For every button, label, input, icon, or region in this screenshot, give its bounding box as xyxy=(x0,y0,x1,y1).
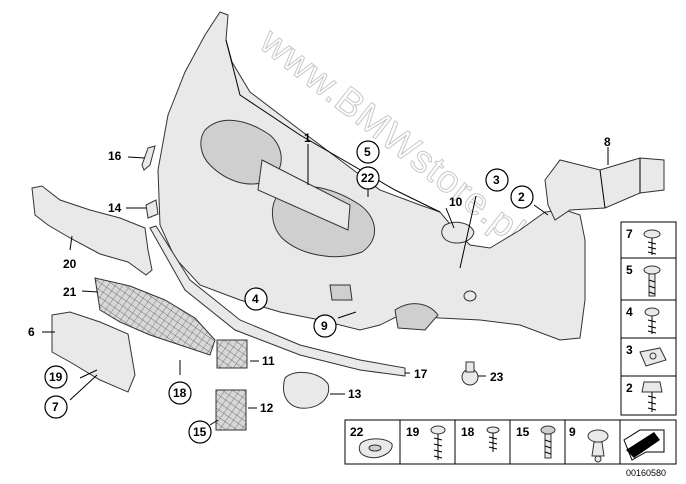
carrier-bracket xyxy=(31,185,153,276)
callout-12: 12 xyxy=(260,401,274,415)
air-duct xyxy=(544,157,665,221)
bolt-15-icon xyxy=(540,425,556,459)
screw-18-icon xyxy=(486,426,500,452)
circled-ref-5: 5 xyxy=(364,145,371,159)
fastener-label-15: 15 xyxy=(516,425,530,439)
circled-ref-22: 22 xyxy=(361,171,375,185)
callout-20: 20 xyxy=(63,257,77,271)
screw-4-icon xyxy=(644,307,660,334)
callout-17: 17 xyxy=(414,367,428,381)
fastener-label-3: 3 xyxy=(626,343,633,357)
fastener-label-19: 19 xyxy=(406,425,420,439)
fastener-column: 7 5 4 3 2 xyxy=(620,221,677,416)
fastener-label-22: 22 xyxy=(350,425,364,439)
circled-ref-7: 7 xyxy=(52,400,59,414)
fastener-label-4: 4 xyxy=(626,305,633,319)
circled-ref-2: 2 xyxy=(518,190,525,204)
callout-14: 14 xyxy=(108,201,122,215)
callout-23: 23 xyxy=(490,370,504,384)
circled-ref-9: 9 xyxy=(321,319,328,333)
grid-insert-lower xyxy=(215,389,247,431)
leader-lines xyxy=(42,144,609,426)
bumper-panel xyxy=(157,11,586,341)
circled-ref-19: 19 xyxy=(49,370,63,384)
fastener-label-7: 7 xyxy=(626,227,633,241)
circled-references: 5 22 3 2 4 9 19 7 18 15 xyxy=(44,140,534,444)
callout-6: 6 xyxy=(28,325,35,339)
fastener-label-9: 9 xyxy=(569,425,576,439)
direction-arrow-icon xyxy=(623,429,665,461)
circled-ref-4: 4 xyxy=(252,292,259,306)
grille-mesh xyxy=(94,277,216,356)
grid-insert-upper xyxy=(216,339,248,369)
callout-10: 10 xyxy=(449,195,463,209)
grommet-22-icon xyxy=(358,438,393,459)
clip-nut-3-icon xyxy=(639,347,667,367)
document-id: 00160580 xyxy=(626,468,666,478)
callout-21: 21 xyxy=(63,285,77,299)
circled-ref-15: 15 xyxy=(193,425,207,439)
bolt-23 xyxy=(461,361,479,386)
fastener-label-18: 18 xyxy=(461,425,475,439)
trim-strip xyxy=(149,225,406,377)
circled-ref-18: 18 xyxy=(173,386,187,400)
fastener-label-2: 2 xyxy=(626,381,633,395)
callout-16: 16 xyxy=(108,149,122,163)
bracket-small xyxy=(145,199,159,219)
licence-plate-base xyxy=(51,311,136,393)
holder-clip xyxy=(141,145,156,171)
screw-19-icon xyxy=(430,425,446,460)
callout-11: 11 xyxy=(262,354,275,368)
screw-5-icon xyxy=(643,265,661,297)
fog-lamp-cover xyxy=(283,371,330,409)
callout-8: 8 xyxy=(604,135,611,149)
callout-numbers: 1 8 10 16 14 20 21 6 11 12 13 17 23 xyxy=(28,131,611,415)
expansion-rivet-9-icon xyxy=(587,429,609,463)
bolt-2-icon xyxy=(641,381,663,412)
callout-13: 13 xyxy=(348,387,362,401)
fastener-row: 22 19 18 15 9 xyxy=(344,419,677,465)
fastener-label-5: 5 xyxy=(626,263,633,277)
circled-ref-3: 3 xyxy=(493,173,500,187)
cover-cap xyxy=(441,221,475,244)
callout-1: 1 xyxy=(304,131,311,145)
screw-7-icon xyxy=(643,229,661,255)
